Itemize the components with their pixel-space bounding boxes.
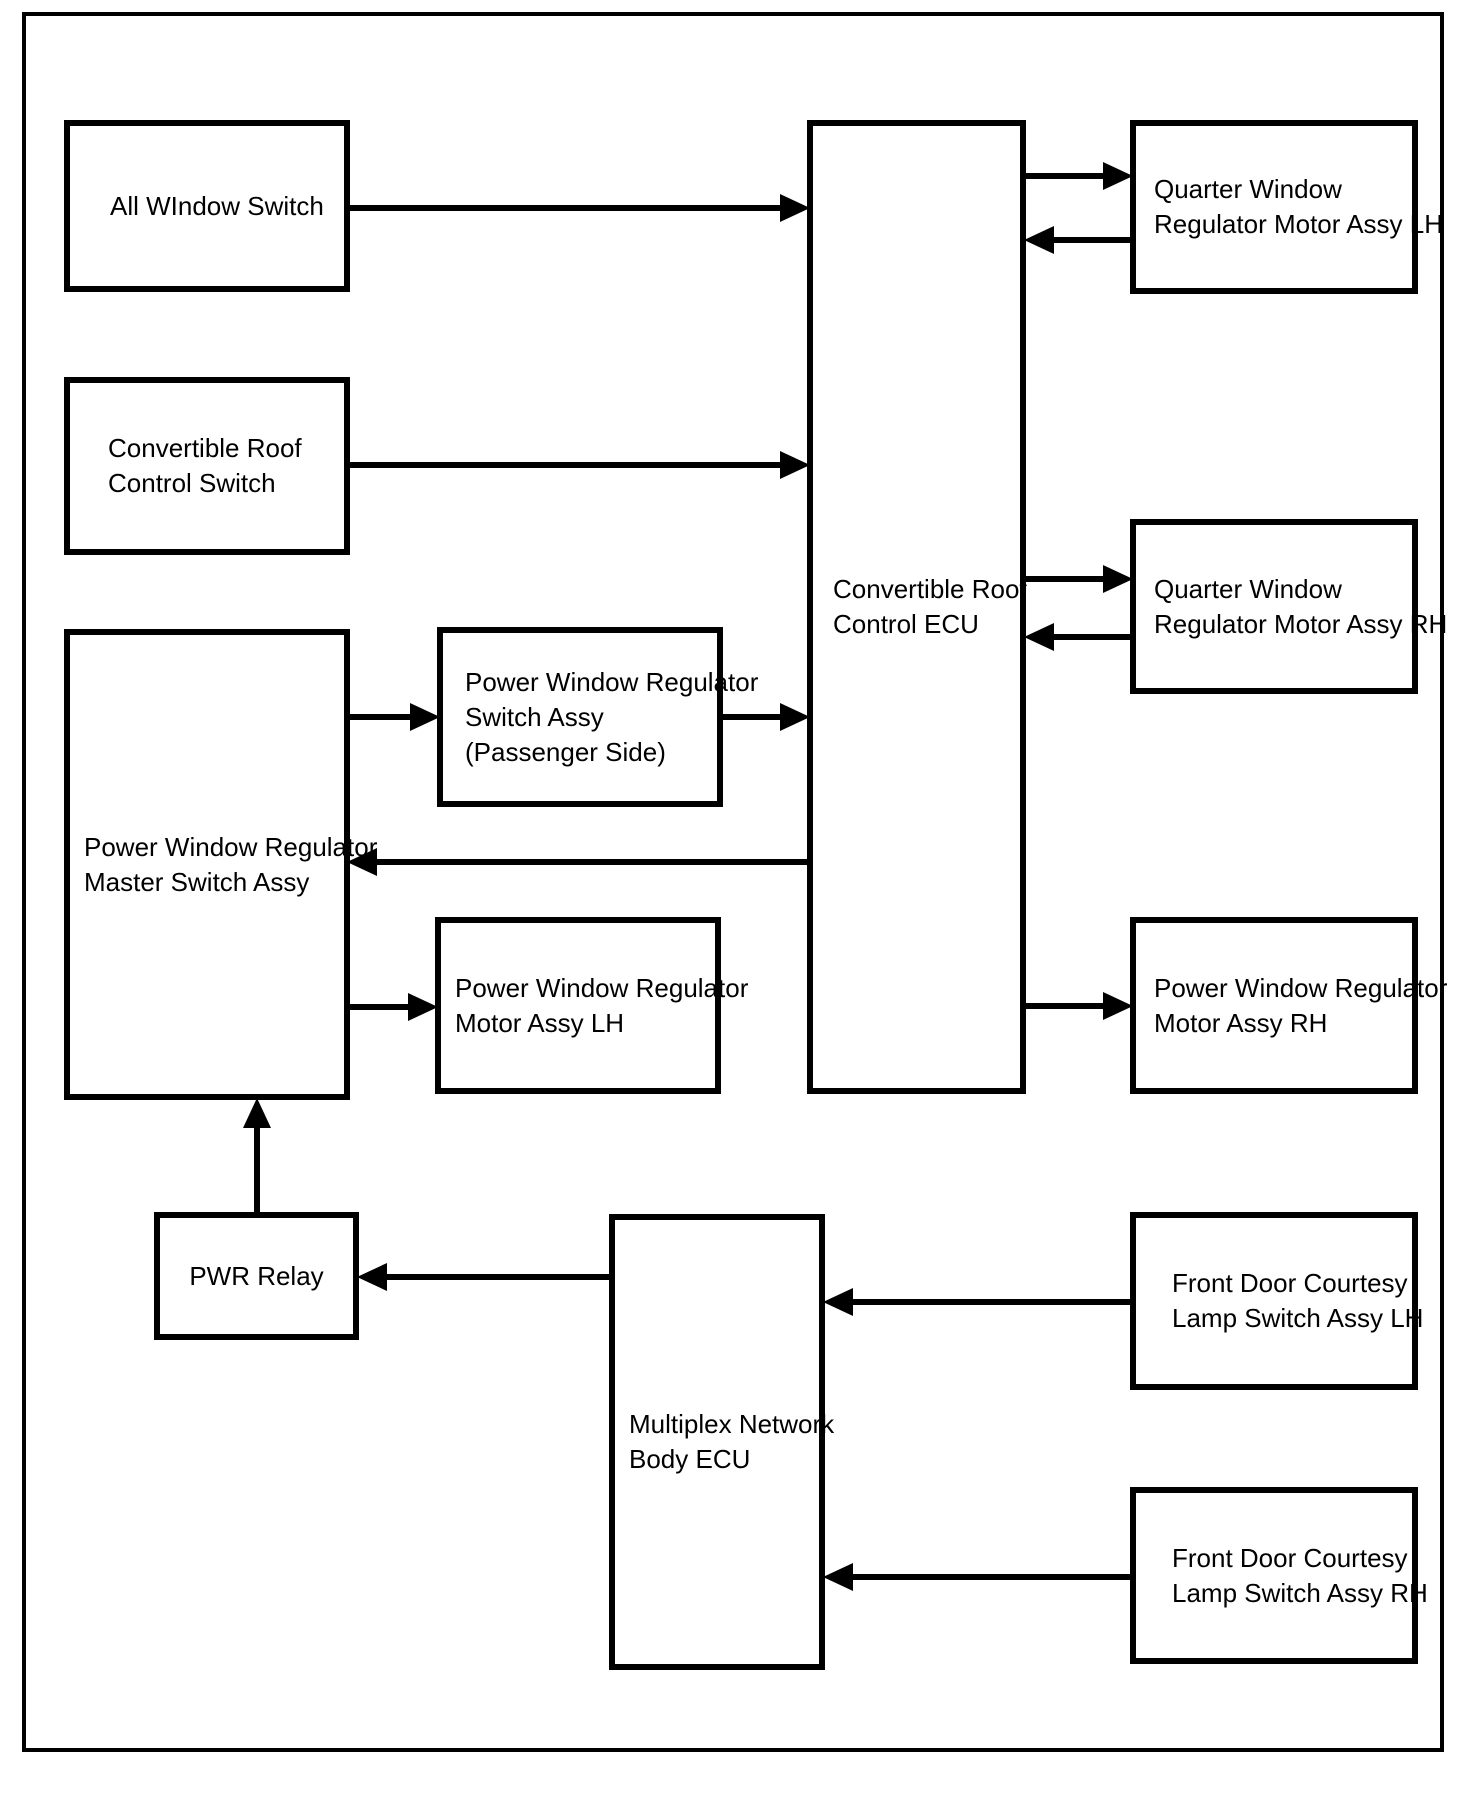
box-front-door-courtesy-lamp-switch-assy-lh: Front Door Courtesy Lamp Switch Assy LH: [1130, 1212, 1424, 1390]
box-label: Power Window Regulator: [455, 972, 749, 1003]
conn-quarter-rh-to-ecu-line: [1048, 634, 1134, 640]
box-label: Regulator Motor Assy RH: [1154, 608, 1448, 639]
box-label: Control Switch: [108, 468, 276, 498]
box-pwr-relay: PWR Relay: [154, 1212, 359, 1340]
conn-master-to-motor-lh-arrowhead-icon: [408, 993, 438, 1021]
box-label: All WIndow Switch: [110, 190, 324, 221]
conn-all-window-switch-to-ecu-arrowhead-icon: [780, 194, 810, 222]
box-label: Control ECU: [833, 609, 979, 639]
conn-front-door-rh-to-multiplex-line: [849, 1574, 1133, 1580]
box-quarter-window-regulator-motor-assy-rh: Quarter Window Regulator Motor Assy RH: [1130, 519, 1448, 694]
conn-quarter-lh-to-ecu-arrowhead-icon: [1024, 226, 1054, 254]
box-label: (Passenger Side): [465, 736, 666, 767]
box-quarter-window-regulator-motor-assy-lh: Quarter Window Regulator Motor Assy LH: [1130, 120, 1444, 294]
conn-multiplex-to-relay-arrowhead-icon: [357, 1263, 387, 1291]
box-power-window-regulator-motor-assy-lh: Power Window Regulator Motor Assy LH: [435, 917, 749, 1094]
box-label: Power Window Regulator: [84, 831, 378, 862]
box-label: Quarter Window: [1154, 174, 1342, 204]
conn-quarter-lh-to-ecu-line: [1048, 237, 1134, 243]
box-label: Lamp Switch Assy RH: [1172, 1577, 1428, 1608]
conn-relay-to-master-line: [254, 1124, 260, 1216]
conn-ecu-to-quarter-lh-arrowhead-icon: [1103, 162, 1133, 190]
box-power-window-regulator-master-switch-assy: Power Window Regulator Master Switch Ass…: [64, 629, 378, 1100]
conn-ecu-to-quarter-rh-arrowhead-icon: [1103, 565, 1133, 593]
conn-quarter-rh-to-ecu-arrowhead-icon: [1024, 623, 1054, 651]
conn-ecu-to-quarter-lh-line: [1020, 173, 1106, 179]
box-power-window-regulator-switch-assy-passenger-side: Power Window Regulator Switch Assy (Pass…: [437, 627, 759, 807]
box-power-window-regulator-motor-assy-rh: Power Window Regulator Motor Assy RH: [1130, 917, 1448, 1094]
box-convertible-roof-control-switch: Convertible Roof Control Switch: [64, 377, 350, 555]
conn-ecu-to-master-arrowhead-icon: [347, 848, 377, 876]
conn-ecu-to-master-line: [373, 859, 810, 865]
box-multiplex-network-body-ecu: Multiplex Network Body ECU: [609, 1214, 835, 1670]
box-label: Quarter Window: [1154, 573, 1342, 604]
conn-ecu-to-quarter-rh-line: [1020, 576, 1106, 582]
box-label: Convertible Roof: [108, 433, 302, 463]
box-label: Lamp Switch Assy LH: [1172, 1303, 1424, 1333]
conn-multiplex-to-relay-line: [383, 1274, 612, 1280]
conn-front-door-rh-to-multiplex-arrowhead-icon: [823, 1563, 853, 1591]
box-label: Front Door Courtesy: [1172, 1542, 1408, 1573]
conn-ecu-to-motor-rh-arrowhead-icon: [1103, 992, 1133, 1020]
box-label: Regulator Motor Assy LH: [1154, 209, 1444, 239]
conn-front-door-lh-to-multiplex-arrowhead-icon: [823, 1288, 853, 1316]
box-front-door-courtesy-lamp-switch-assy-rh: Front Door Courtesy Lamp Switch Assy RH: [1130, 1487, 1428, 1664]
conn-master-to-motor-lh-line: [347, 1004, 411, 1010]
conn-all-window-switch-to-ecu-line: [347, 205, 784, 211]
conn-passenger-switch-to-ecu-arrowhead-icon: [780, 703, 810, 731]
box-label: Body ECU: [629, 1444, 751, 1474]
box-label: Power Window Regulator: [465, 666, 759, 697]
box-label: Master Switch Assy: [84, 866, 310, 897]
box-label: PWR Relay: [189, 1260, 324, 1291]
conn-roof-switch-to-ecu-arrowhead-icon: [780, 451, 810, 479]
conn-roof-switch-to-ecu-line: [347, 462, 784, 468]
conn-ecu-to-motor-rh-line: [1020, 1003, 1106, 1009]
conn-master-to-passenger-switch-line: [347, 714, 413, 720]
box-label: Multiplex Network: [629, 1409, 835, 1439]
box-convertible-roof-control-ecu: Convertible Roof Control ECU: [807, 120, 1027, 1094]
box-label: Motor Assy RH: [1154, 1007, 1328, 1038]
conn-front-door-lh-to-multiplex-line: [849, 1299, 1133, 1305]
box-label: Convertible Roof: [833, 574, 1027, 604]
box-label: Front Door Courtesy: [1172, 1268, 1408, 1298]
conn-master-to-passenger-switch-arrowhead-icon: [410, 703, 440, 731]
box-label: Motor Assy LH: [455, 1007, 625, 1038]
box-label: Switch Assy: [465, 701, 604, 732]
conn-relay-to-master-arrowhead-icon: [243, 1098, 271, 1128]
box-all-window-switch: All WIndow Switch: [64, 120, 350, 292]
conn-passenger-switch-to-ecu-line: [721, 714, 783, 720]
box-label: Power Window Regulator: [1154, 972, 1448, 1003]
diagram-outer-border: [22, 12, 1444, 1752]
